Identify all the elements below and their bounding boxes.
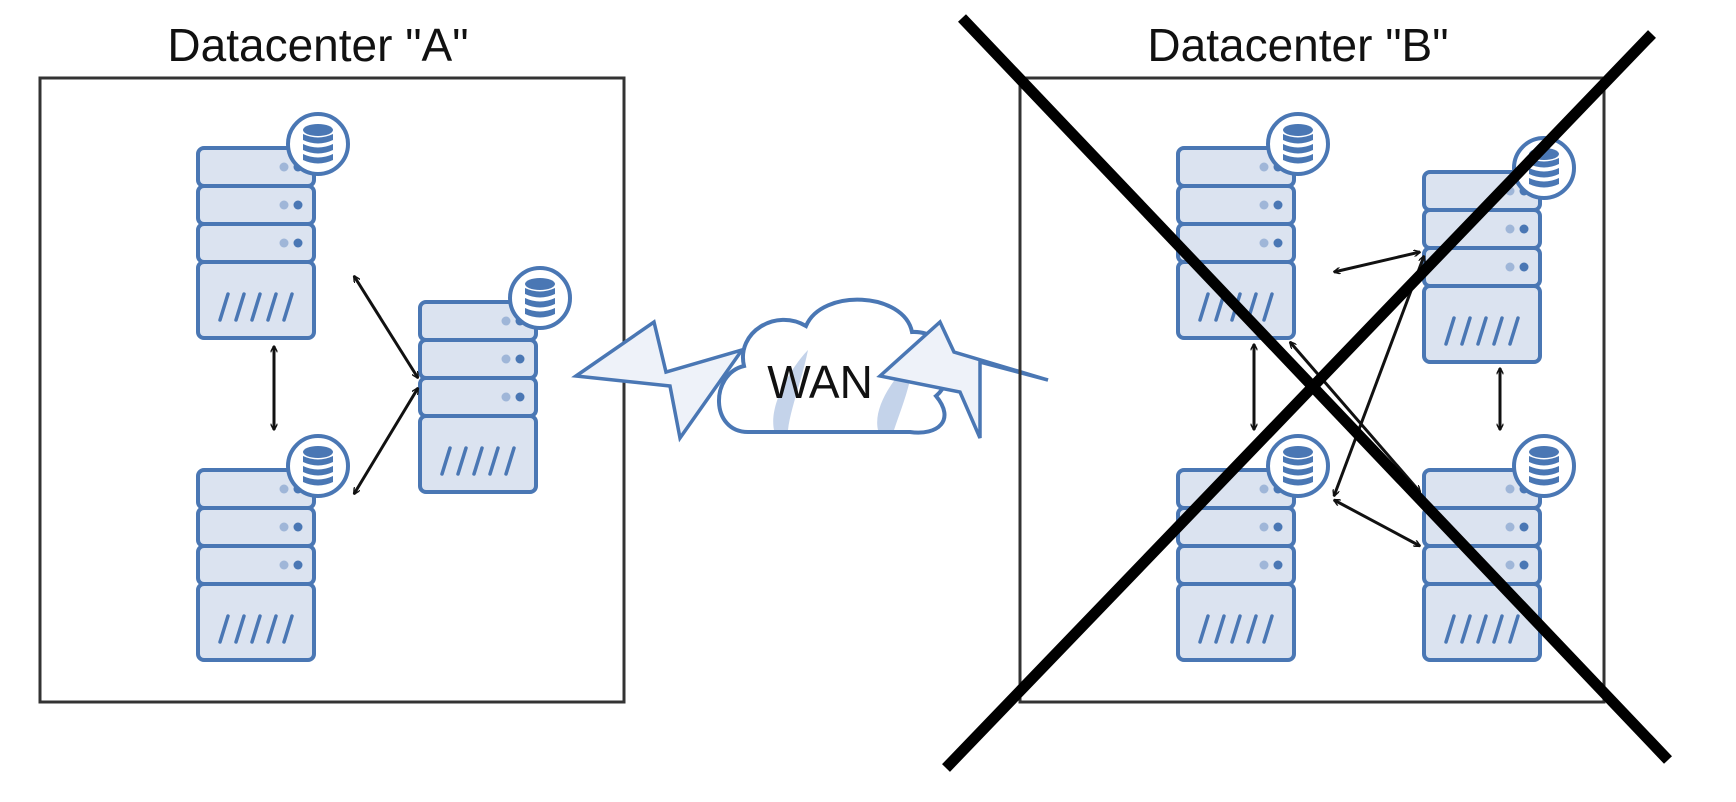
server-icon — [1176, 468, 1296, 662]
replication-arrow — [352, 276, 420, 378]
database-icon — [1512, 434, 1576, 498]
datacenter-b-frame — [1018, 76, 1606, 704]
wan-label: WAN — [767, 356, 873, 408]
replication-arrow — [1334, 252, 1420, 272]
replication-arrow — [1290, 342, 1420, 492]
database-icon — [1266, 434, 1330, 498]
datacenter-a — [38, 76, 626, 704]
datacenter-a-frame — [38, 76, 626, 704]
lightning-icon — [571, 319, 747, 443]
database-icon — [508, 266, 572, 330]
lightning-icon — [876, 319, 1049, 439]
server-icon — [418, 300, 538, 494]
replication-arrow — [1334, 498, 1420, 548]
server-b4 — [1422, 434, 1576, 662]
cross-line — [942, 30, 1656, 772]
datacenter-a-title: Datacenter "A" — [167, 19, 469, 71]
datacenter-b — [1018, 76, 1606, 704]
cross-out-mark — [942, 14, 1672, 772]
server-a3 — [418, 266, 572, 494]
database-icon — [286, 434, 350, 498]
database-icon — [286, 112, 350, 176]
server-a1 — [196, 112, 350, 340]
server-icon — [196, 146, 316, 340]
datacenter-b-title: Datacenter "B" — [1147, 19, 1449, 71]
server-icon — [1422, 170, 1542, 364]
server-b1 — [1176, 112, 1330, 340]
server-icon — [196, 468, 316, 662]
database-icon — [1266, 112, 1330, 176]
server-a2 — [196, 434, 350, 662]
wan-link: WAN — [571, 297, 1049, 443]
replication-arrow — [352, 388, 420, 494]
server-b3 — [1176, 434, 1330, 662]
